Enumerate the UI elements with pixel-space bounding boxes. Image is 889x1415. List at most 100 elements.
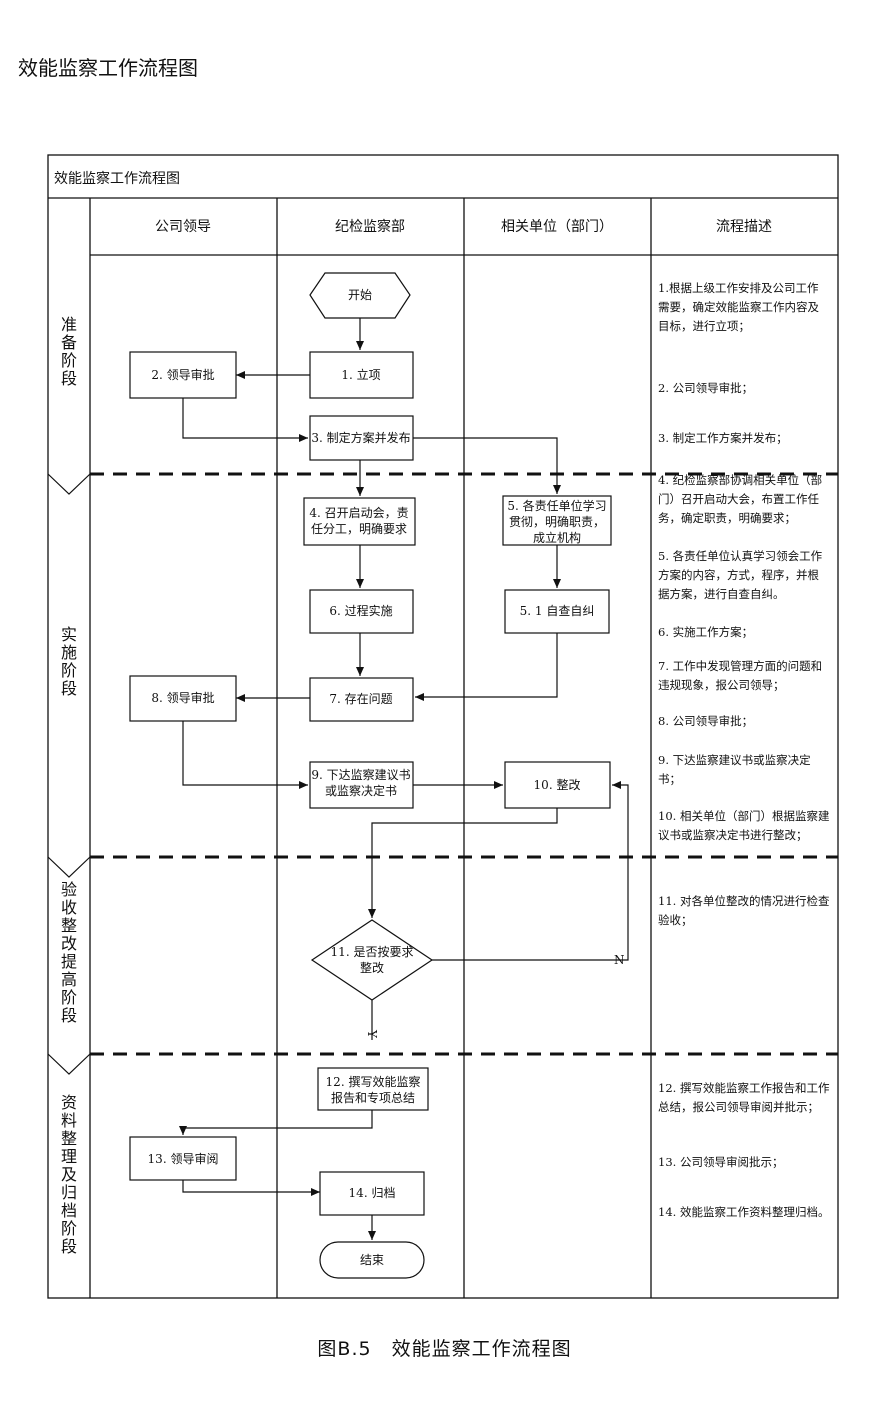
node-text-line: 或监察决定书 [325, 783, 397, 798]
svg-text:12. 撰写效能监察报告和专项总结: 12. 撰写效能监察报告和专项总结 [326, 1074, 421, 1105]
node-text-line: 14. 归档 [349, 1186, 396, 1200]
description-line: 13. 公司领导审阅批示； [658, 1155, 783, 1169]
page-title: 效能监察工作流程图 [18, 56, 198, 80]
node-3-plan-publish: 3. 制定方案并发布 [309, 415, 414, 461]
svg-text:5. 各责任单位学习贯彻，明确职责，成立机构: 5. 各责任单位学习贯彻，明确职责，成立机构 [507, 498, 606, 545]
phase-char: 段 [61, 1237, 77, 1256]
description-line: 10. 相关单位（部门）根据监察建 [658, 809, 830, 823]
node-9-issue-recommendation: 9. 下达监察建议书或监察决定书 [309, 761, 414, 809]
description-line: 5. 各责任单位认真学习领会工作 [658, 549, 823, 563]
node-text-line: 整改 [360, 960, 384, 975]
node-end: 结束 [319, 1241, 425, 1279]
description-line: 总结，报公司领导审阅并批示； [658, 1100, 819, 1114]
phase-char: 段 [61, 679, 77, 698]
description-line: 验收； [658, 913, 693, 927]
node-13-leader-review: 13. 领导审阅 [129, 1136, 237, 1181]
description-line: 6. 实施工作方案； [658, 625, 753, 639]
svg-text:5. 1 自查自纠: 5. 1 自查自纠 [520, 604, 595, 618]
phase-separators [47, 472, 838, 1075]
svg-text:3. 制定方案并发布: 3. 制定方案并发布 [311, 430, 410, 445]
node-text-line: 1. 立项 [341, 367, 380, 382]
phase-char: 收 [61, 898, 77, 917]
description-line: 12. 撰写效能监察工作报告和工作 [658, 1081, 830, 1095]
description-line: 务，确定职责，明确要求； [658, 511, 796, 525]
svg-text:11. 是否按要求整改: 11. 是否按要求整改 [331, 945, 414, 975]
phase-char: 段 [61, 1006, 77, 1025]
phase-char: 高 [61, 970, 77, 989]
svg-text:开始: 开始 [348, 288, 372, 302]
description-item: 14. 效能监察工作资料整理归档。 [658, 1205, 829, 1219]
node-text-line: 2. 领导审批 [151, 367, 214, 382]
phase-char: 阶 [61, 351, 77, 370]
node-text-line: 9. 下达监察建议书 [311, 768, 410, 782]
no-branch-label: N [614, 953, 625, 967]
svg-text:9. 下达监察建议书或监察决定书: 9. 下达监察建议书或监察决定书 [311, 768, 410, 798]
phase-char: 准 [61, 315, 77, 334]
description-item: 5. 各责任单位认真学习领会工作方案的内容，方式，程序，并根据方案，进行自查自纠… [658, 549, 823, 601]
node-14-archive: 14. 归档 [319, 1171, 425, 1216]
node-text-line: 12. 撰写效能监察 [326, 1074, 421, 1089]
svg-text:10. 整改: 10. 整改 [534, 777, 581, 792]
node-start: 开始 [309, 272, 411, 319]
phase-char: 验 [61, 880, 77, 899]
phase-char: 阶 [61, 661, 77, 680]
node-7-existing-problems: 7. 存在问题 [309, 677, 414, 722]
phase-char: 及 [61, 1165, 77, 1184]
svg-text:2. 领导审批: 2. 领导审批 [151, 367, 214, 382]
lane-header-company-leaders: 公司领导 [155, 219, 211, 235]
node-text-line: 报告和专项总结 [331, 1090, 415, 1105]
node-10-rectification: 10. 整改 [504, 761, 611, 809]
svg-text:8. 领导审批: 8. 领导审批 [151, 690, 214, 705]
description-line: 需要，确定效能监察工作内容及 [658, 300, 819, 314]
node-text-line: 开始 [348, 288, 372, 302]
connectors [179, 318, 629, 1240]
description-line: 目标，进行立项； [658, 319, 750, 333]
description-line: 据方案，进行自查自纠。 [658, 587, 785, 601]
phase-char: 资 [61, 1093, 77, 1112]
phase-char: 整 [61, 1129, 77, 1148]
node-4-kickoff-meeting: 4. 召开启动会，责任分工，明确要求 [303, 497, 416, 546]
phase-char: 改 [61, 934, 77, 953]
lane-header-related-units: 相关单位（部门） [501, 219, 613, 235]
description-item: 8. 公司领导审批； [658, 714, 753, 728]
description-item: 9. 下达监察建议书或监察决定书； [658, 753, 811, 786]
lane-header-process-description: 流程描述 [716, 219, 772, 235]
process-descriptions: 1.根据上级工作安排及公司工作需要，确定效能监察工作内容及目标，进行立项；2. … [658, 281, 830, 1219]
phase-char: 段 [61, 369, 77, 388]
description-item: 4. 纪检监察部协调相关单位（部门）召开启动大会，布置工作任务，确定职责，明确要… [658, 473, 822, 525]
yes-branch-label: Y [365, 1029, 379, 1039]
phase-char: 实 [61, 625, 77, 644]
node-text-line: 10. 整改 [534, 777, 581, 792]
node-text-line: 成立机构 [533, 530, 581, 545]
phase-char: 料 [61, 1111, 77, 1130]
node-text-line: 结束 [360, 1253, 384, 1267]
phase-char: 备 [61, 333, 77, 352]
node-11-decision-rectified: 11. 是否按要求整改 [310, 919, 434, 1001]
phase-char: 阶 [61, 988, 77, 1007]
node-5-units-study: 5. 各责任单位学习贯彻，明确职责，成立机构 [502, 495, 612, 546]
svg-text:14. 归档: 14. 归档 [349, 1186, 396, 1200]
description-line: 8. 公司领导审批； [658, 714, 753, 728]
svg-text:7. 存在问题: 7. 存在问题 [329, 692, 392, 706]
node-text-line: 6. 过程实施 [329, 603, 392, 618]
svg-text:13. 领导审阅: 13. 领导审阅 [148, 1151, 219, 1166]
lane-header-discipline-dept: 纪检监察部 [335, 218, 405, 235]
description-line: 11. 对各单位整改的情况进行检查 [658, 894, 830, 908]
description-item: 11. 对各单位整改的情况进行检查验收； [658, 894, 830, 927]
description-line: 书； [658, 772, 681, 786]
description-item: 10. 相关单位（部门）根据监察建议书或监察决定书进行整改； [658, 809, 830, 842]
description-line: 2. 公司领导审批； [658, 381, 753, 395]
description-line: 14. 效能监察工作资料整理归档。 [658, 1205, 829, 1219]
description-line: 9. 下达监察建议书或监察决定 [658, 753, 811, 767]
description-item: 2. 公司领导审批； [658, 381, 753, 395]
description-line: 违规现象，报公司领导； [658, 678, 785, 692]
phase-char: 提 [61, 952, 77, 971]
node-1-project-initiation: 1. 立项 [309, 351, 414, 399]
description-line: 议书或监察决定书进行整改； [658, 828, 808, 842]
description-line: 7. 工作中发现管理方面的问题和 [658, 659, 822, 673]
node-text-line: 3. 制定方案并发布 [311, 430, 410, 445]
node-12-write-report: 12. 撰写效能监察报告和专项总结 [317, 1067, 429, 1111]
